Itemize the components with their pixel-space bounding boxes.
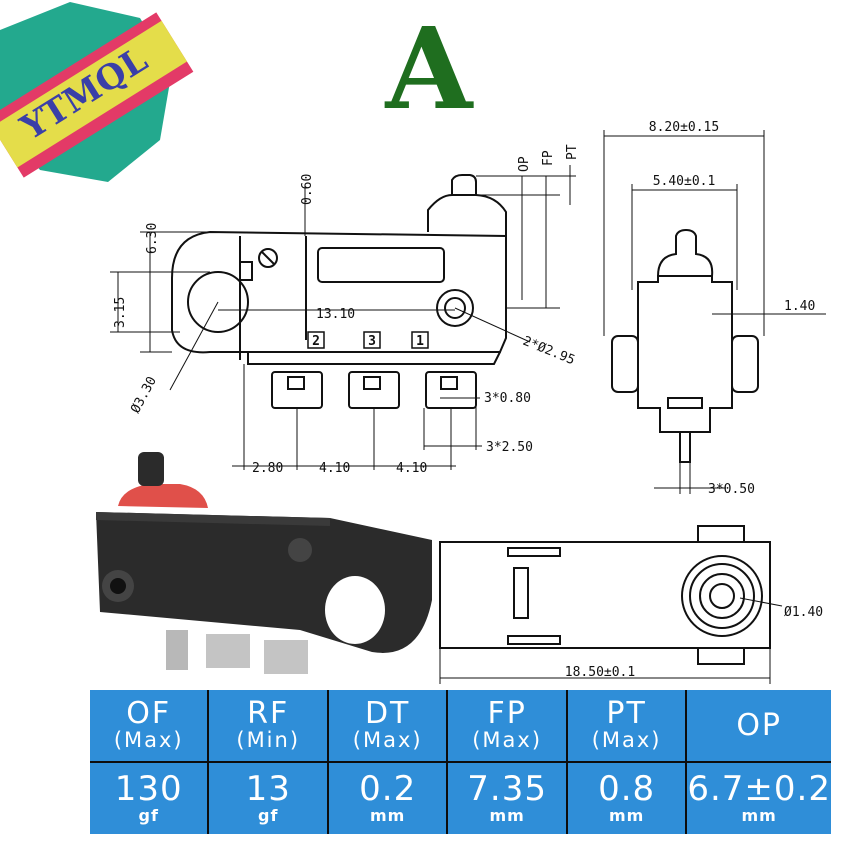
value-unit: mm	[489, 805, 525, 825]
spec-table: OF (Max) RF (Min) DT (Max) FP (Max) PT (…	[90, 690, 831, 834]
dim-fp: FP	[541, 150, 556, 166]
value-unit: gf	[257, 805, 279, 825]
dim-lead-0-50: 3*0.50	[708, 482, 755, 497]
dim-pt: PT	[565, 144, 580, 160]
ytmql-logo: YTMQL	[0, 2, 194, 182]
switch-render	[96, 452, 432, 674]
header-main: OF	[126, 695, 172, 731]
header-main: RF	[247, 695, 290, 731]
top-view	[439, 525, 771, 665]
header-sub: (Max)	[591, 727, 662, 752]
dim-term-2-50: 3*2.50	[486, 440, 533, 455]
top-view-dimension-lines	[439, 597, 783, 684]
terminal-label: 3	[368, 334, 376, 349]
header-pt: PT (Max)	[567, 690, 686, 761]
dim-3-15: 3.15	[113, 297, 128, 328]
header-sub: (Max)	[113, 727, 184, 752]
dim-gap-0-60: 0.60	[300, 174, 315, 205]
header-main: OP	[736, 707, 783, 743]
value-main: 13	[245, 768, 291, 809]
value-unit: mm	[608, 805, 645, 825]
header-fp: FP (Max)	[448, 690, 566, 761]
value-main: 6.7±0.2	[687, 768, 831, 809]
value-main: 7.35	[467, 768, 547, 809]
dim-pitch-4-10a: 4.10	[319, 461, 350, 476]
end-view-dimension-lines	[603, 130, 826, 494]
value-unit: gf	[138, 805, 159, 825]
header-op: OP	[687, 690, 831, 761]
terminal-label: 2	[312, 334, 320, 349]
value-dt: 0.2 mm	[328, 763, 447, 834]
value-main: 0.8	[598, 768, 656, 809]
header-sub: (Max)	[472, 727, 543, 752]
terminal-label: 1	[416, 334, 424, 349]
header-of: OF (Max)	[90, 690, 208, 761]
value-pt: 0.8 mm	[567, 763, 686, 834]
technical-drawing: YTMQL 2 3 1	[0, 2, 826, 684]
end-view	[611, 228, 759, 463]
value-unit: mm	[370, 805, 406, 825]
header-main: DT	[364, 695, 411, 731]
model-letter: A	[385, 4, 473, 135]
dim-13-10: 13.10	[316, 307, 355, 322]
dim-length-18-50: 18.50±0.1	[565, 665, 635, 680]
dim-hole-3-30: Ø3.30	[128, 374, 160, 416]
value-fp: 7.35 mm	[448, 763, 566, 834]
header-sub: (Max)	[352, 727, 423, 752]
dim-plunger-dia: Ø1.40	[784, 605, 823, 620]
header-dt: DT (Max)	[328, 690, 447, 761]
dim-pitch-2-80: 2.80	[252, 461, 283, 476]
header-main: FP	[487, 695, 527, 731]
dimension-lines	[110, 165, 576, 470]
dim-hole-2x: 2*Ø2.95	[521, 334, 577, 368]
header-main: PT	[606, 695, 647, 731]
value-unit: mm	[741, 805, 777, 825]
value-main: 130	[114, 768, 183, 809]
value-op: 6.7±0.2 mm	[687, 763, 831, 834]
dim-width-inner: 5.40±0.1	[653, 174, 716, 189]
dim-pitch-4-10b: 4.10	[396, 461, 427, 476]
value-main: 0.2	[359, 768, 417, 809]
dim-op: OP	[517, 156, 532, 172]
value-rf: 13 gf	[209, 763, 327, 834]
dim-1-40: 1.40	[784, 299, 815, 314]
header-sub: (Min)	[236, 727, 301, 752]
header-rf: RF (Min)	[209, 690, 327, 761]
value-of: 130 gf	[90, 763, 208, 834]
side-view	[171, 174, 507, 409]
dim-term-0-80: 3*0.80	[484, 391, 531, 406]
dim-height-6-30: 6.30	[145, 223, 160, 254]
dim-width-top: 8.20±0.15	[649, 120, 719, 135]
